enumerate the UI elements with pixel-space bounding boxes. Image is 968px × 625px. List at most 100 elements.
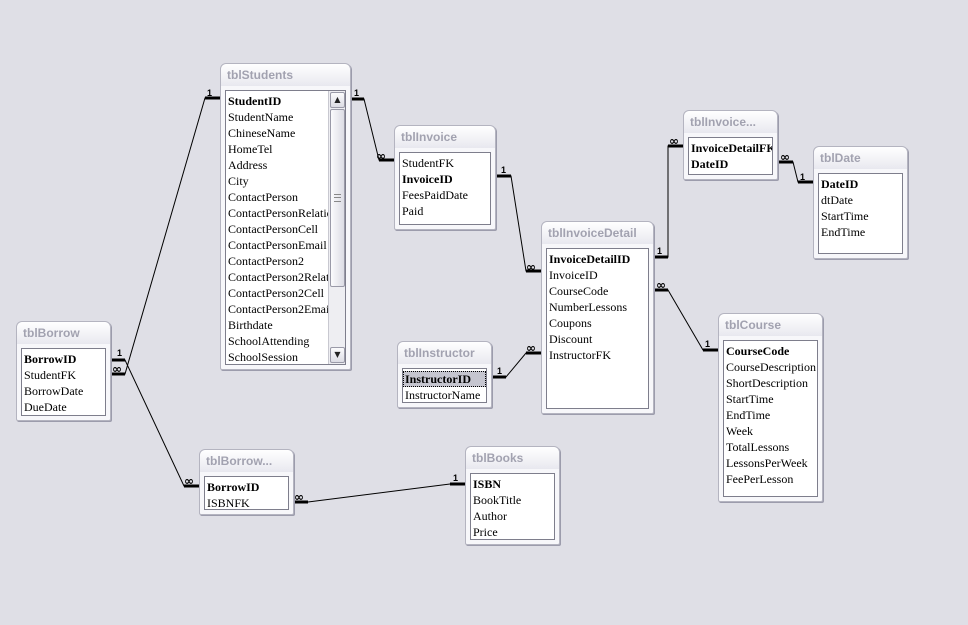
field-invoicedetailfk[interactable]: InvoiceDetailFK [691,141,772,155]
field-list[interactable]: InstructorID InstructorName [402,368,487,403]
table-title[interactable]: tblBorrow [17,322,110,344]
field-studentfk[interactable]: StudentFK [24,368,77,382]
field-contactpersoncell[interactable]: ContactPersonCell [228,222,318,236]
field-invoiceid[interactable]: InvoiceID [549,268,598,282]
field-lessonsperweek[interactable]: LessonsPerWeek [726,456,808,470]
rel-students-invoice[interactable] [350,97,394,162]
table-title[interactable]: tblInstructor [398,342,491,364]
field-list[interactable]: InvoiceDetailFK DateID [688,137,773,175]
field-instructorfk[interactable]: InstructorFK [549,348,611,362]
rel-course-invoicedetail[interactable] [653,288,718,352]
one-label: 1 [207,88,212,98]
rel-borrow-borrowbooks[interactable] [110,358,199,488]
rel-instructor-invoicedetail[interactable] [491,351,541,379]
field-price[interactable]: Price [473,525,498,539]
table-tblcourse[interactable]: tblCourse CourseCode CourseDescription S… [718,313,823,502]
field-contactperson[interactable]: ContactPerson [228,190,298,204]
rel-invoice-invoicedetail[interactable] [496,174,541,273]
field-list[interactable]: CourseCode CourseDescription ShortDescri… [723,340,818,497]
field-contactpersonemail[interactable]: ContactPersonEmail [228,238,327,252]
rel-invoicedetail-invoicedate[interactable] [653,144,683,259]
table-tblinvoicedate[interactable]: tblInvoice... InvoiceDetailFK DateID [683,110,778,180]
field-feeperlesson[interactable]: FeePerLesson [726,472,794,486]
field-birthdate[interactable]: Birthdate [228,318,273,332]
field-starttime[interactable]: StartTime [821,209,869,223]
field-instructorid[interactable]: InstructorID [403,371,486,387]
field-week[interactable]: Week [726,424,754,438]
field-list[interactable]: ISBN BookTitle Author Price [470,473,555,540]
rel-books-borrowbooks[interactable] [293,482,465,504]
field-schoolattending[interactable]: SchoolAttending [228,334,310,348]
field-invoiceid[interactable]: InvoiceID [402,172,453,186]
rel-students-borrow[interactable] [110,96,220,376]
field-author[interactable]: Author [473,509,507,523]
scrollbar-thumb[interactable] [330,109,345,287]
field-list[interactable]: BorrowID ISBNFK [204,476,289,510]
field-contactperson2email[interactable]: ContactPerson2Email [228,302,328,316]
field-list[interactable]: StudentFK InvoiceID FeesPaidDate Paid [399,152,491,225]
table-title[interactable]: tblStudents [221,64,350,86]
table-title[interactable]: tblInvoice [395,126,495,148]
table-tblinvoice[interactable]: tblInvoice StudentFK InvoiceID FeesPaidD… [394,125,496,230]
field-borrowid[interactable]: BorrowID [24,352,77,366]
field-dtdate[interactable]: dtDate [821,193,853,207]
field-dateid[interactable]: DateID [691,157,729,171]
field-invoicedetailid[interactable]: InvoiceDetailID [549,252,631,266]
field-studentname[interactable]: StudentName [228,110,294,124]
field-schoolsession[interactable]: SchoolSession [228,350,299,364]
table-title[interactable]: tblInvoice... [684,111,777,133]
field-studentid[interactable]: StudentID [228,94,282,108]
field-discount[interactable]: Discount [549,332,593,346]
field-city[interactable]: City [228,174,249,188]
vertical-scrollbar[interactable]: ▲ ▼ [328,91,345,364]
field-coupons[interactable]: Coupons [549,316,592,330]
field-hometel[interactable]: HomeTel [228,142,273,156]
table-tblbooks[interactable]: tblBooks ISBN BookTitle Author Price [465,446,560,545]
field-isbn[interactable]: ISBN [473,477,502,491]
table-tblborrow[interactable]: tblBorrow BorrowID StudentFK BorrowDate … [16,321,111,421]
field-list[interactable]: BorrowID StudentFK BorrowDate DueDate [21,348,106,416]
field-endtime[interactable]: EndTime [821,225,866,239]
field-contactpersonrelation[interactable]: ContactPersonRelation [228,206,328,220]
field-borrowid[interactable]: BorrowID [207,480,260,494]
field-coursecode[interactable]: CourseCode [549,284,609,298]
field-starttime[interactable]: StartTime [726,392,774,406]
field-contactperson2relation[interactable]: ContactPerson2Relation [228,270,328,284]
table-tblinvoicedetail[interactable]: tblInvoiceDetail InvoiceDetailID Invoice… [541,221,654,414]
field-contactperson2cell[interactable]: ContactPerson2Cell [228,286,324,300]
field-coursecode[interactable]: CourseCode [726,344,790,358]
field-borrowdate[interactable]: BorrowDate [24,384,84,398]
rel-date-invoicedate[interactable] [778,160,813,184]
many-label: ∞ [780,150,790,164]
table-title[interactable]: tblBooks [466,447,559,469]
field-contactperson2[interactable]: ContactPerson2 [228,254,304,268]
table-tbldate[interactable]: tblDate DateID dtDate StartTime EndTime [813,146,908,259]
field-duedate[interactable]: DueDate [24,400,67,414]
table-tblborrowbooks[interactable]: tblBorrow... BorrowID ISBNFK [199,449,294,515]
field-list[interactable]: DateID dtDate StartTime EndTime [818,173,903,254]
field-numberlessons[interactable]: NumberLessons [549,300,627,314]
field-studentfk[interactable]: StudentFK [402,156,455,170]
field-list[interactable]: StudentID StudentName ChineseName HomeTe… [225,90,346,365]
table-title[interactable]: tblBorrow... [200,450,293,472]
table-tblinstructor[interactable]: tblInstructor InstructorID InstructorNam… [397,341,492,408]
field-chinesename[interactable]: ChineseName [228,126,296,140]
field-list[interactable]: InvoiceDetailID InvoiceID CourseCode Num… [546,248,649,409]
table-tblstudents[interactable]: tblStudents StudentID StudentName Chines… [220,63,351,370]
field-address[interactable]: Address [228,158,268,172]
chevron-up-icon[interactable]: ▲ [330,92,345,108]
field-booktitle[interactable]: BookTitle [473,493,522,507]
field-isbnfk[interactable]: ISBNFK [207,496,250,510]
field-coursedescription[interactable]: CourseDescription [726,360,816,374]
field-endtime[interactable]: EndTime [726,408,771,422]
field-instructorname[interactable]: InstructorName [405,388,481,402]
table-title[interactable]: tblInvoiceDetail [542,222,653,244]
field-paid[interactable]: Paid [402,204,424,218]
table-title[interactable]: tblDate [814,147,907,169]
field-feespaiddate[interactable]: FeesPaidDate [402,188,468,202]
field-totallessons[interactable]: TotalLessons [726,440,790,454]
table-title[interactable]: tblCourse [719,314,822,336]
field-shortdescription[interactable]: ShortDescription [726,376,808,390]
field-dateid[interactable]: DateID [821,177,859,191]
chevron-down-icon[interactable]: ▼ [330,347,345,363]
